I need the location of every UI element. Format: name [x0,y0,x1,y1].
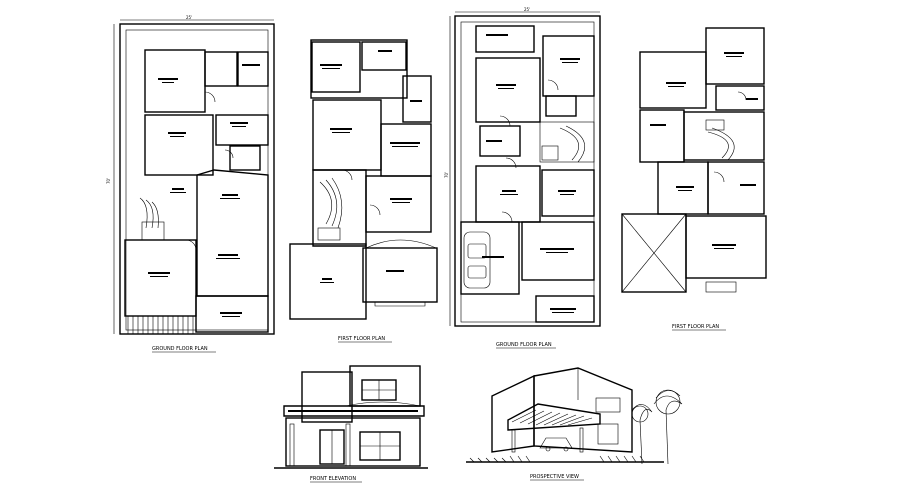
plan4-roof-terrace [621,213,687,293]
plan4-lounge [685,215,767,279]
perspective-car [539,437,573,449]
plan1-porch [195,295,269,333]
plan3-garage [460,221,520,295]
plan2-bedroom-top [310,39,408,99]
first-floor-plan-2: FIRST FLOOR PLAN [289,39,438,343]
elevation-caption: FRONT ELEVATION [310,476,356,482]
plan1-living-room [196,169,269,297]
plan1-width-dimension: 25' [186,15,192,20]
plan1-drawing-room [124,239,197,317]
front-elevation: FRONT ELEVATION [274,365,428,483]
perspective-view: PROSPECTIVE VIEW [466,367,683,481]
plan4-caption: FIRST FLOOR PLAN [672,324,719,330]
perspective-porch-roof [507,403,601,431]
plan3-bedroom [475,57,541,123]
plan3-car [463,231,491,289]
plan3-width-dimension: 25' [524,7,530,12]
plan2-terrace [289,243,367,320]
plan3-living-room [521,221,595,281]
plan2-balcony [362,247,438,303]
plan2-caption: FIRST FLOOR PLAN [338,336,385,342]
plan3-depth-dimension: 70' [444,172,449,178]
plan1-caption: GROUND FLOOR PLAN [152,346,208,352]
perspective-caption: PROSPECTIVE VIEW [530,474,579,480]
first-floor-plan-4: FIRST FLOOR PLAN [621,27,767,331]
plan1-plot-boundary [119,23,275,335]
plan3-plot-boundary [454,15,601,327]
plan1-bedroom [144,49,206,113]
plan1-depth-dimension: 70' [106,178,111,184]
plan4-bedroom [639,51,707,109]
ground-floor-plan-3: 25' 70' [444,7,601,349]
plan3-caption: GROUND FLOOR PLAN [496,342,552,348]
ground-floor-plan-1: 25' 70' [106,15,275,353]
